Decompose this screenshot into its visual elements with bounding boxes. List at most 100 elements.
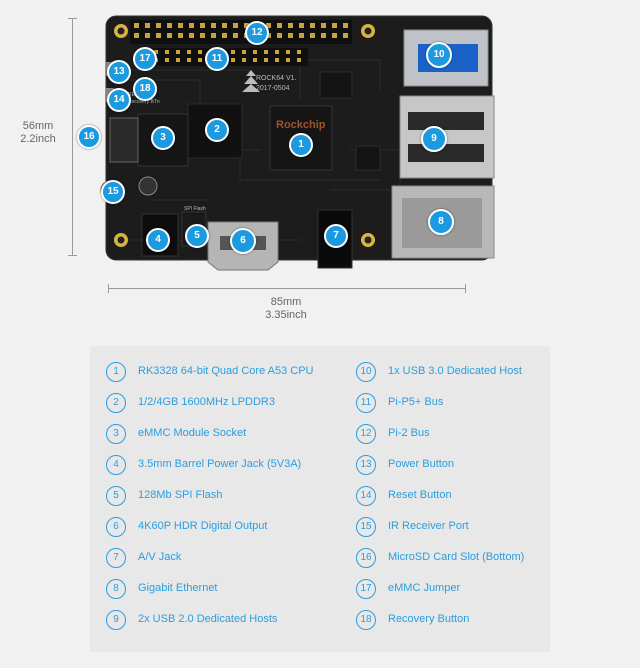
header-pin <box>286 50 290 54</box>
header-pin <box>145 33 150 38</box>
controller-chip <box>319 71 353 99</box>
legend-number: 4 <box>106 455 126 475</box>
legend-item: 3 eMMC Module Socket <box>106 422 336 453</box>
header-pin <box>178 23 183 28</box>
header-pin <box>145 23 150 28</box>
chip-brand: Rockchip <box>276 119 326 131</box>
legend-item: 2 1/2/4GB 1600MHz LPDDR3 <box>106 391 336 422</box>
legend-number: 17 <box>356 579 376 599</box>
callout-18: 18 <box>133 77 157 101</box>
callout-3: 3 <box>151 126 175 150</box>
legend-label: Power Button <box>388 458 455 470</box>
header-pin <box>264 50 268 54</box>
header-pin <box>211 33 216 38</box>
callout-5: 5 <box>185 224 209 248</box>
legend-label: A/V Jack <box>138 551 182 563</box>
header-pin <box>242 58 246 62</box>
callout-2: 2 <box>205 118 229 142</box>
legend-label: IR Receiver Port <box>388 520 469 532</box>
header-pin <box>343 33 348 38</box>
legend-item: 10 1x USB 3.0 Dedicated Host <box>356 360 586 391</box>
header-pin <box>253 58 257 62</box>
header-pin <box>222 23 227 28</box>
legend-label: 2x USB 2.0 Dedicated Hosts <box>138 613 278 625</box>
width-mm: 85mm <box>270 296 302 308</box>
capacitor <box>138 176 158 196</box>
header-pin <box>198 58 202 62</box>
microsd-slot <box>109 117 139 163</box>
header-pin <box>332 23 337 28</box>
header-pin <box>242 50 246 54</box>
header-pin <box>165 50 169 54</box>
height-inch: 2.2inch <box>20 133 56 145</box>
header-pin <box>176 58 180 62</box>
legend-label: eMMC Module Socket <box>138 427 247 439</box>
legend-number: 6 <box>106 517 126 537</box>
legend-label: 1x USB 3.0 Dedicated Host <box>388 365 522 377</box>
callout-15: 15 <box>101 180 125 204</box>
header-pin <box>187 50 191 54</box>
legend-item: 16 MicroSD Card Slot (Bottom) <box>356 546 586 577</box>
pi2-header <box>130 20 352 44</box>
header-pin <box>253 50 257 54</box>
legend-item: 17 eMMC Jumper <box>356 577 586 608</box>
legend-number: 12 <box>356 424 376 444</box>
legend-number: 3 <box>106 424 126 444</box>
height-dimension-line <box>68 18 77 256</box>
header-pin <box>299 33 304 38</box>
legend-number: 10 <box>356 362 376 382</box>
board-date: 2017-0504 <box>256 85 290 92</box>
header-pin <box>332 33 337 38</box>
callout-6: 6 <box>230 228 256 254</box>
header-pin <box>189 23 194 28</box>
legend-number: 7 <box>106 548 126 568</box>
callout-4: 4 <box>146 228 170 252</box>
legend-number: 5 <box>106 486 126 506</box>
header-pin <box>211 23 216 28</box>
legend-label: 128Mb SPI Flash <box>138 489 223 501</box>
header-pin <box>189 33 194 38</box>
header-pin <box>286 58 290 62</box>
legend-item: 8 Gigabit Ethernet <box>106 577 336 608</box>
width-inch: 3.35inch <box>265 309 307 321</box>
callout-17: 17 <box>133 47 157 71</box>
header-pin <box>321 33 326 38</box>
legend-label: eMMC Jumper <box>388 582 461 594</box>
header-pin <box>277 23 282 28</box>
header-pin <box>167 23 172 28</box>
header-pin <box>310 33 315 38</box>
pi-p5-header <box>150 48 308 66</box>
legend-item: 12 Pi-2 Bus <box>356 422 586 453</box>
width-dimension-line <box>108 284 466 293</box>
legend-number: 1 <box>106 362 126 382</box>
header-pin <box>222 33 227 38</box>
legend-label: Reset Button <box>388 489 452 501</box>
legend-item: 14 Reset Button <box>356 484 586 515</box>
legend-label: 3.5mm Barrel Power Jack (5V3A) <box>138 458 302 470</box>
legend-number: 16 <box>356 548 376 568</box>
header-pin <box>297 50 301 54</box>
header-pin <box>321 23 326 28</box>
callout-1: 1 <box>289 133 313 157</box>
header-pin <box>277 33 282 38</box>
header-pin <box>275 58 279 62</box>
callout-12: 12 <box>245 21 269 45</box>
legend-label: MicroSD Card Slot (Bottom) <box>388 551 525 563</box>
legend-number: 8 <box>106 579 126 599</box>
legend-label: 1/2/4GB 1600MHz LPDDR3 <box>138 396 275 408</box>
legend-label: Pi-P5+ Bus <box>388 396 444 408</box>
header-pin <box>233 23 238 28</box>
legend-number: 14 <box>356 486 376 506</box>
legend-number: 2 <box>106 393 126 413</box>
header-pin <box>198 50 202 54</box>
width-dimension-label: 85mm 3.35inch <box>246 296 326 322</box>
legend-label: Pi-2 Bus <box>388 427 430 439</box>
legend-label: Gigabit Ethernet <box>138 582 218 594</box>
